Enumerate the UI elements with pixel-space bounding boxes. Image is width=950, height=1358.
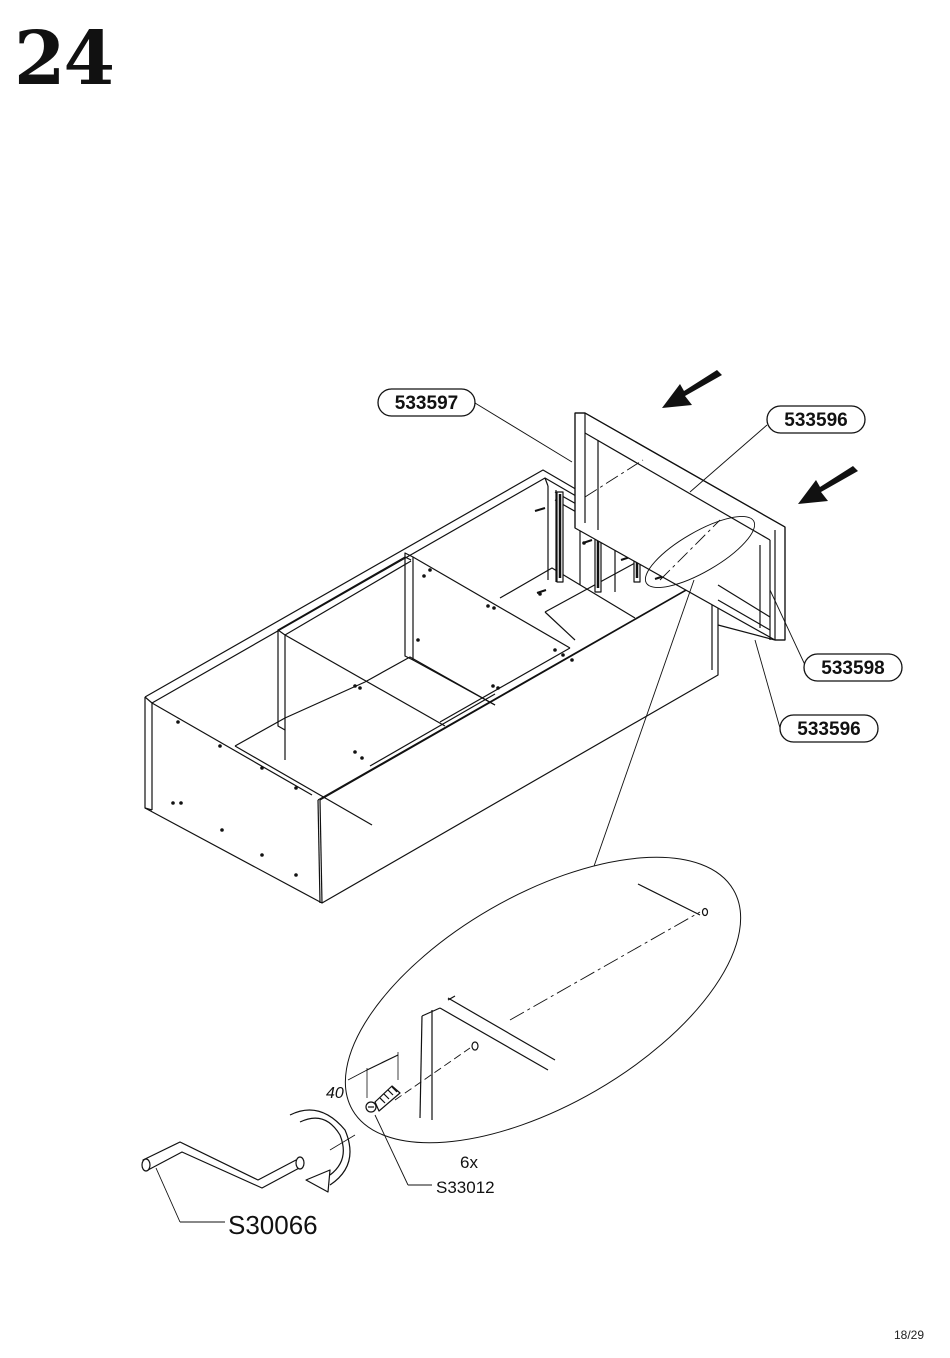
part-label-533597: 533597 <box>378 389 475 416</box>
arrow-icon <box>662 370 722 408</box>
part-label-533596-bottom: 533596 <box>780 715 878 742</box>
part-code: 533596 <box>784 410 847 431</box>
part-code: 533597 <box>395 393 458 414</box>
detail-view <box>300 799 786 1201</box>
part-label-533598: 533598 <box>804 654 902 681</box>
dimension-label: 40 <box>326 1085 344 1102</box>
part-code: 533596 <box>797 719 860 740</box>
screw-quantity: 6x <box>460 1153 478 1172</box>
part-label-533596-top: 533596 <box>767 406 865 433</box>
back-frame <box>575 413 785 640</box>
arrow-icon <box>798 466 858 504</box>
part-code: 533598 <box>821 658 884 679</box>
page-number: 18/29 <box>894 1328 924 1342</box>
tool-code: S30066 <box>228 1210 318 1240</box>
screw-code: S33012 <box>436 1178 495 1197</box>
allen-key-tool <box>142 1110 355 1222</box>
